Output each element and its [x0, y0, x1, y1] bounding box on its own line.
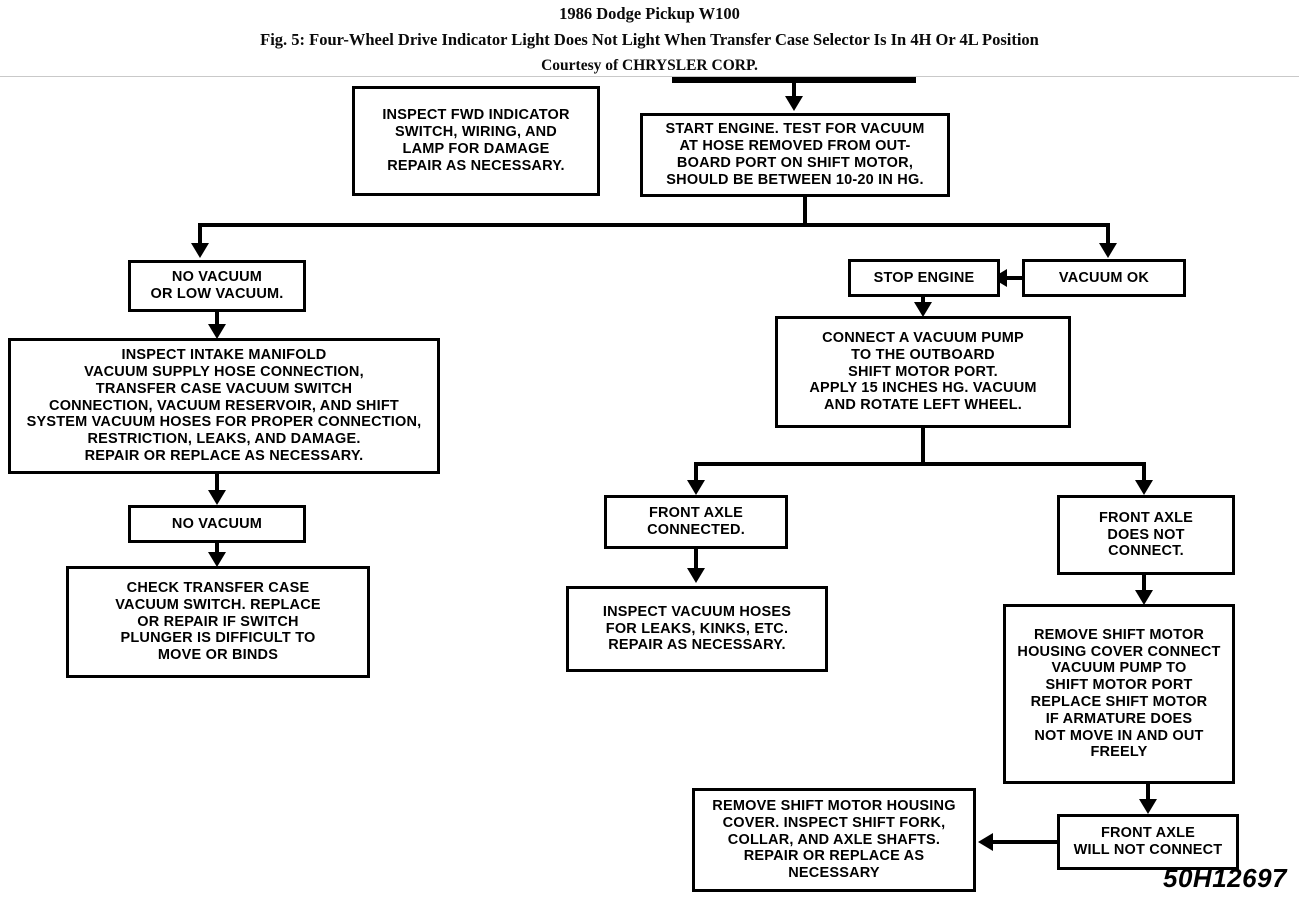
edge-novacuum-to-checktc-arrowhead: [208, 552, 226, 567]
edge-stopengine-to-pump-stem: [921, 297, 925, 305]
edge-pump-split-stem: [921, 428, 925, 464]
edge-axlenot-to-removesm-arrowhead: [1135, 590, 1153, 605]
node-inspect-fwd-indicator[interactable]: INSPECT FWD INDICATOR SWITCH, WIRING, AN…: [352, 86, 600, 196]
node-stop-engine[interactable]: STOP ENGINE: [848, 259, 1000, 297]
node-inspect-vacuum-hoses[interactable]: INSPECT VACUUM HOSES FOR LEAKS, KINKS, E…: [566, 586, 828, 672]
edge-split-left-arrowhead: [191, 243, 209, 258]
edge-split-right-drop: [1106, 223, 1110, 245]
edge-willnot-to-removehc-arrowhead: [978, 833, 993, 851]
edge-novacuum-to-checktc-stem: [215, 543, 219, 555]
header-courtesy: Courtesy of CHRYSLER CORP.: [541, 57, 758, 74]
edge-start-split-bar: [198, 223, 1110, 227]
header-divider-rule: [0, 76, 1299, 77]
edge-pumpsplit-left-drop: [694, 462, 698, 482]
node-remove-shift-motor-housing-cover[interactable]: REMOVE SHIFT MOTOR HOUSING COVER. INSPEC…: [692, 788, 976, 892]
node-connect-vacuum-pump[interactable]: CONNECT A VACUUM PUMP TO THE OUTBOARD SH…: [775, 316, 1071, 428]
edge-split-right-arrowhead: [1099, 243, 1117, 258]
node-no-vacuum-or-low-vacuum[interactable]: NO VACUUM OR LOW VACUUM.: [128, 260, 306, 312]
edge-intake-to-novacuum-arrowhead: [208, 490, 226, 505]
edge-pumpsplit-right-drop: [1142, 462, 1146, 482]
edge-axleconn-to-hoses-stem: [694, 549, 698, 571]
edge-novaclow-to-intake-arrowhead: [208, 324, 226, 339]
previous-page-node-fragment: [672, 77, 916, 83]
edge-removesm-to-willnot-arrowhead: [1139, 799, 1157, 814]
node-start-engine[interactable]: START ENGINE. TEST FOR VACUUM AT HOSE RE…: [640, 113, 950, 197]
edge-pumpsplit-right-arrowhead: [1135, 480, 1153, 495]
edge-vacuumok-to-stopengine-line: [1005, 276, 1025, 280]
edge-split-left-drop: [198, 223, 202, 245]
node-front-axle-will-not-connect[interactable]: FRONT AXLE WILL NOT CONNECT: [1057, 814, 1239, 870]
node-remove-shift-motor[interactable]: REMOVE SHIFT MOTOR HOUSING COVER CONNECT…: [1003, 604, 1235, 784]
edge-intake-to-novacuum-stem: [215, 474, 219, 492]
edge-pumpsplit-left-arrowhead: [687, 480, 705, 495]
edge-prev-to-start-stem: [792, 80, 796, 98]
edge-prev-to-start-arrowhead: [785, 96, 803, 111]
edge-pump-split-bar: [694, 462, 1146, 466]
edge-willnot-to-removehc-line: [992, 840, 1060, 844]
figure-header: 1986 Dodge Pickup W100 Fig. 5: Four-Whee…: [0, 0, 1299, 76]
edge-start-split-stem: [803, 197, 807, 225]
node-front-axle-does-not-connect[interactable]: FRONT AXLE DOES NOT CONNECT.: [1057, 495, 1235, 575]
edge-stopengine-to-pump-arrowhead: [914, 302, 932, 317]
node-no-vacuum[interactable]: NO VACUUM: [128, 505, 306, 543]
header-title-model: 1986 Dodge Pickup W100: [559, 4, 740, 23]
edge-axlenot-to-removesm-stem: [1142, 575, 1146, 593]
node-inspect-intake-manifold[interactable]: INSPECT INTAKE MANIFOLD VACUUM SUPPLY HO…: [8, 338, 440, 474]
node-check-transfer-case[interactable]: CHECK TRANSFER CASE VACUUM SWITCH. REPLA…: [66, 566, 370, 678]
edge-novaclow-to-intake-stem: [215, 312, 219, 326]
node-front-axle-connected[interactable]: FRONT AXLE CONNECTED.: [604, 495, 788, 549]
edge-removesm-to-willnot-stem: [1146, 784, 1150, 802]
header-figure-caption: Fig. 5: Four-Wheel Drive Indicator Light…: [260, 30, 1039, 49]
edge-axleconn-to-hoses-arrowhead: [687, 568, 705, 583]
node-vacuum-ok[interactable]: VACUUM OK: [1022, 259, 1186, 297]
